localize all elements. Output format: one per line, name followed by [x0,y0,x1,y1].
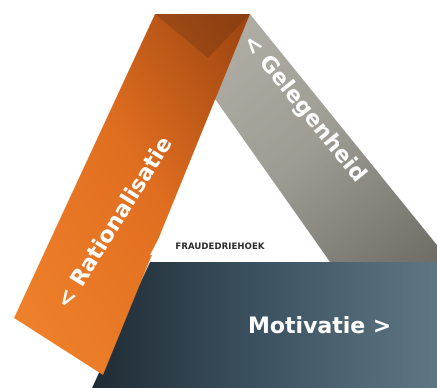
rationalisatie-band [14,14,250,375]
motivatie-label: Motivatie > [248,314,391,339]
gelegenheid-band [155,14,437,262]
top-fold-shadow [155,14,250,58]
inner-triangle [150,135,290,255]
fraud-triangle-label: FRAUDEDRIEHOEK [175,242,264,252]
motivatie-band [92,262,437,388]
